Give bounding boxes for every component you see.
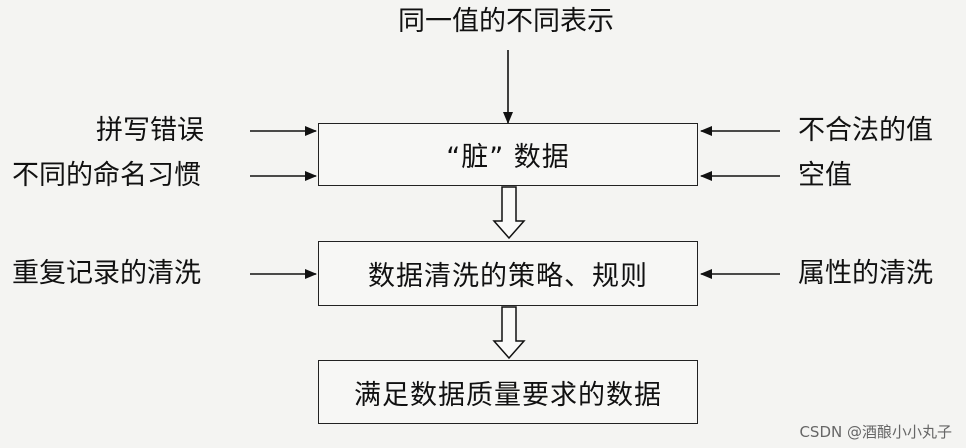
right-label-attribute-cleaning: 属性的清洗 (798, 258, 933, 289)
top-label: 同一值的不同表示 (398, 6, 614, 37)
left-label-spelling-errors: 拼写错误 (96, 115, 204, 146)
watermark: CSDN @酒酿小小丸子 (799, 423, 952, 441)
dirty-data-box: “脏” 数据 (318, 123, 698, 186)
hollow-arrow-2 (492, 306, 526, 360)
quality-data-box: 满足数据质量要求的数据 (318, 360, 698, 424)
right-label-null-values: 空值 (798, 160, 852, 191)
left-label-duplicate-records: 重复记录的清洗 (12, 258, 201, 289)
right-label-invalid-values: 不合法的值 (798, 115, 933, 146)
hollow-arrow-1 (492, 186, 526, 240)
left-label-naming-conventions: 不同的命名习惯 (12, 160, 201, 191)
cleaning-strategy-box: 数据清洗的策略、规则 (318, 241, 698, 306)
